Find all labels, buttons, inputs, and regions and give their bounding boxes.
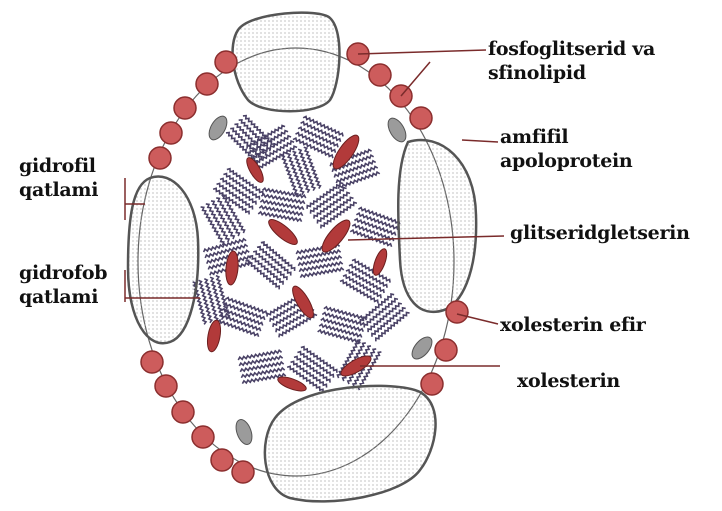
phospholipid-head [192,426,214,448]
phospholipid-head [172,401,194,423]
phospholipid-head [174,97,196,119]
label-phospholipid-line1: fosfoglitserid va [488,38,655,62]
label-cholesterol-ester: xolesterin efir [500,314,646,338]
label-amphiphilic-line1: amfifil [500,126,632,150]
phospholipid-head [421,373,443,395]
label-phospholipid: fosfoglitserid va sfinolipid [488,38,655,86]
label-hydrophilic-line1: gidrofil [19,155,98,179]
pointer-line [462,140,498,142]
phospholipid-head [155,375,177,397]
pointer-line [401,62,430,96]
phospholipid-head [196,73,218,95]
label-hydrophilic-line2: qatlami [19,179,98,203]
phospholipid-head [149,147,171,169]
label-triglyceride: glitseridgletserin [510,222,690,246]
label-amphiphilic: amfifil apoloprotein [500,126,632,174]
pointer-line [358,50,486,54]
apoprotein-top [233,13,340,112]
label-hydrophilic: gidrofil qatlami [19,155,98,203]
phospholipid-head [410,107,432,129]
phospholipid-head [369,64,391,86]
phospholipid-head [435,339,457,361]
apoprotein-left [128,177,198,344]
phospholipid-head [160,122,182,144]
phospholipid-head [232,461,254,483]
label-phospholipid-line2: sfinolipid [488,62,655,86]
label-hydrophobic: gidrofob qatlami [19,262,107,310]
label-amphiphilic-line2: apoloprotein [500,150,632,174]
apoprotein-right [398,140,476,312]
label-hydrophobic-line1: gidrofob [19,262,107,286]
phospholipid-head [211,449,233,471]
phospholipid-head [141,351,163,373]
phospholipid-head [446,301,468,323]
label-cholesterol: xolesterin [517,370,620,394]
label-hydrophobic-line2: qatlami [19,286,107,310]
phospholipid-head [215,51,237,73]
